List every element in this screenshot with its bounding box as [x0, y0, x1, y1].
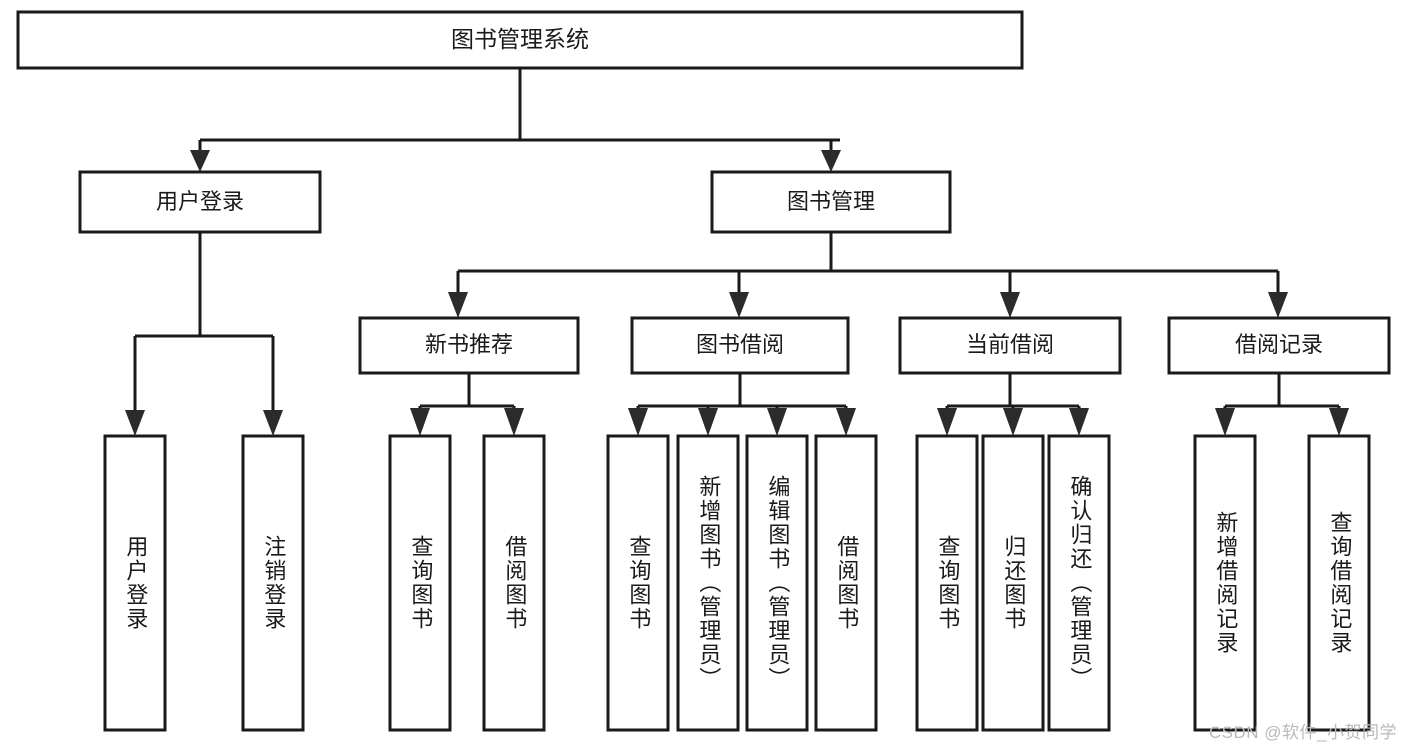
node-root-label: 图书管理系统 [451, 26, 589, 52]
arrow-head-leaf-confirm-return [1069, 408, 1089, 436]
node-leaf-confirm-return-rect[interactable] [1047, 434, 1111, 732]
node-new-book-recommend-rect[interactable] [358, 316, 580, 375]
arrow-head-current-borrow [1000, 292, 1020, 318]
arrow-head-leaf-query-record [1329, 408, 1349, 436]
arrow-head-leaf-query-book-3 [937, 408, 957, 436]
arrow-head-book-borrow [729, 292, 749, 318]
arrow-head-leaf-edit-book [767, 408, 787, 436]
nodes-layer: 图书管理系统 用户登录 图书管理 新书推荐 图书借阅 当前 [16, 10, 1391, 732]
arrow-head-leaf-user-login [125, 410, 145, 436]
arrow-head-leaf-add-book [698, 408, 718, 436]
node-current-borrow-label: 当前借阅 [966, 332, 1054, 357]
node-new-book-recommend-label: 新书推荐 [425, 332, 513, 357]
node-borrow-record-label: 借阅记录 [1235, 332, 1323, 357]
node-book-manage[interactable]: 图书管理 [710, 170, 952, 234]
node-leaf-query-book-1-rect[interactable] [388, 434, 452, 732]
arrow-head-user-login [190, 150, 210, 172]
node-leaf-return-book-rect[interactable] [981, 434, 1045, 732]
node-book-manage-rect[interactable] [710, 170, 952, 234]
node-leaf-logout-login-rect[interactable] [241, 434, 305, 732]
node-book-borrow-label: 图书借阅 [696, 332, 784, 357]
node-user-login-label: 用户登录 [156, 189, 244, 214]
arrow-head-borrow-record [1268, 292, 1288, 318]
arrow-head-new-book-recommend [448, 292, 468, 318]
node-leaf-query-book-2-rect[interactable] [606, 434, 670, 732]
arrow-head-leaf-query-book-2 [628, 408, 648, 436]
node-user-login-rect[interactable] [78, 170, 322, 234]
node-leaf-query-book-3-rect[interactable] [915, 434, 979, 732]
node-current-borrow[interactable]: 当前借阅 [898, 316, 1122, 375]
node-leaf-add-book-rect[interactable] [676, 434, 740, 732]
node-book-borrow-rect[interactable] [630, 316, 850, 375]
node-borrow-record-rect[interactable] [1167, 316, 1391, 375]
node-user-login[interactable]: 用户登录 [78, 170, 322, 234]
node-new-book-recommend[interactable]: 新书推荐 [358, 316, 580, 375]
arrow-head-leaf-add-record [1215, 408, 1235, 436]
node-book-manage-label: 图书管理 [787, 189, 875, 214]
arrow-head-leaf-borrow-book-1 [504, 408, 524, 436]
node-borrow-record[interactable]: 借阅记录 [1167, 316, 1391, 375]
node-leaf-borrow-book-2-rect[interactable] [814, 434, 878, 732]
arrow-head-leaf-logout-login [263, 410, 283, 436]
watermark: CSDN @软件_小贺同学 [1208, 723, 1397, 742]
arrow-head-leaf-query-book-1 [410, 408, 430, 436]
node-leaf-query-record-rect[interactable] [1307, 434, 1371, 732]
node-root[interactable]: 图书管理系统 [16, 10, 1024, 70]
node-leaf-borrow-book-1-rect[interactable] [482, 434, 546, 732]
node-root-rect[interactable] [16, 10, 1024, 70]
arrow-head-leaf-return-book [1003, 408, 1023, 436]
connectors-layer [125, 68, 1349, 436]
node-leaf-user-login-rect[interactable] [103, 434, 167, 732]
node-leaf-edit-book-rect[interactable] [745, 434, 809, 732]
arrow-head-book-manage [821, 150, 841, 172]
node-leaf-add-record-rect[interactable] [1193, 434, 1257, 732]
node-current-borrow-rect[interactable] [898, 316, 1122, 375]
node-book-borrow[interactable]: 图书借阅 [630, 316, 850, 375]
arrow-head-leaf-borrow-book-2 [836, 408, 856, 436]
